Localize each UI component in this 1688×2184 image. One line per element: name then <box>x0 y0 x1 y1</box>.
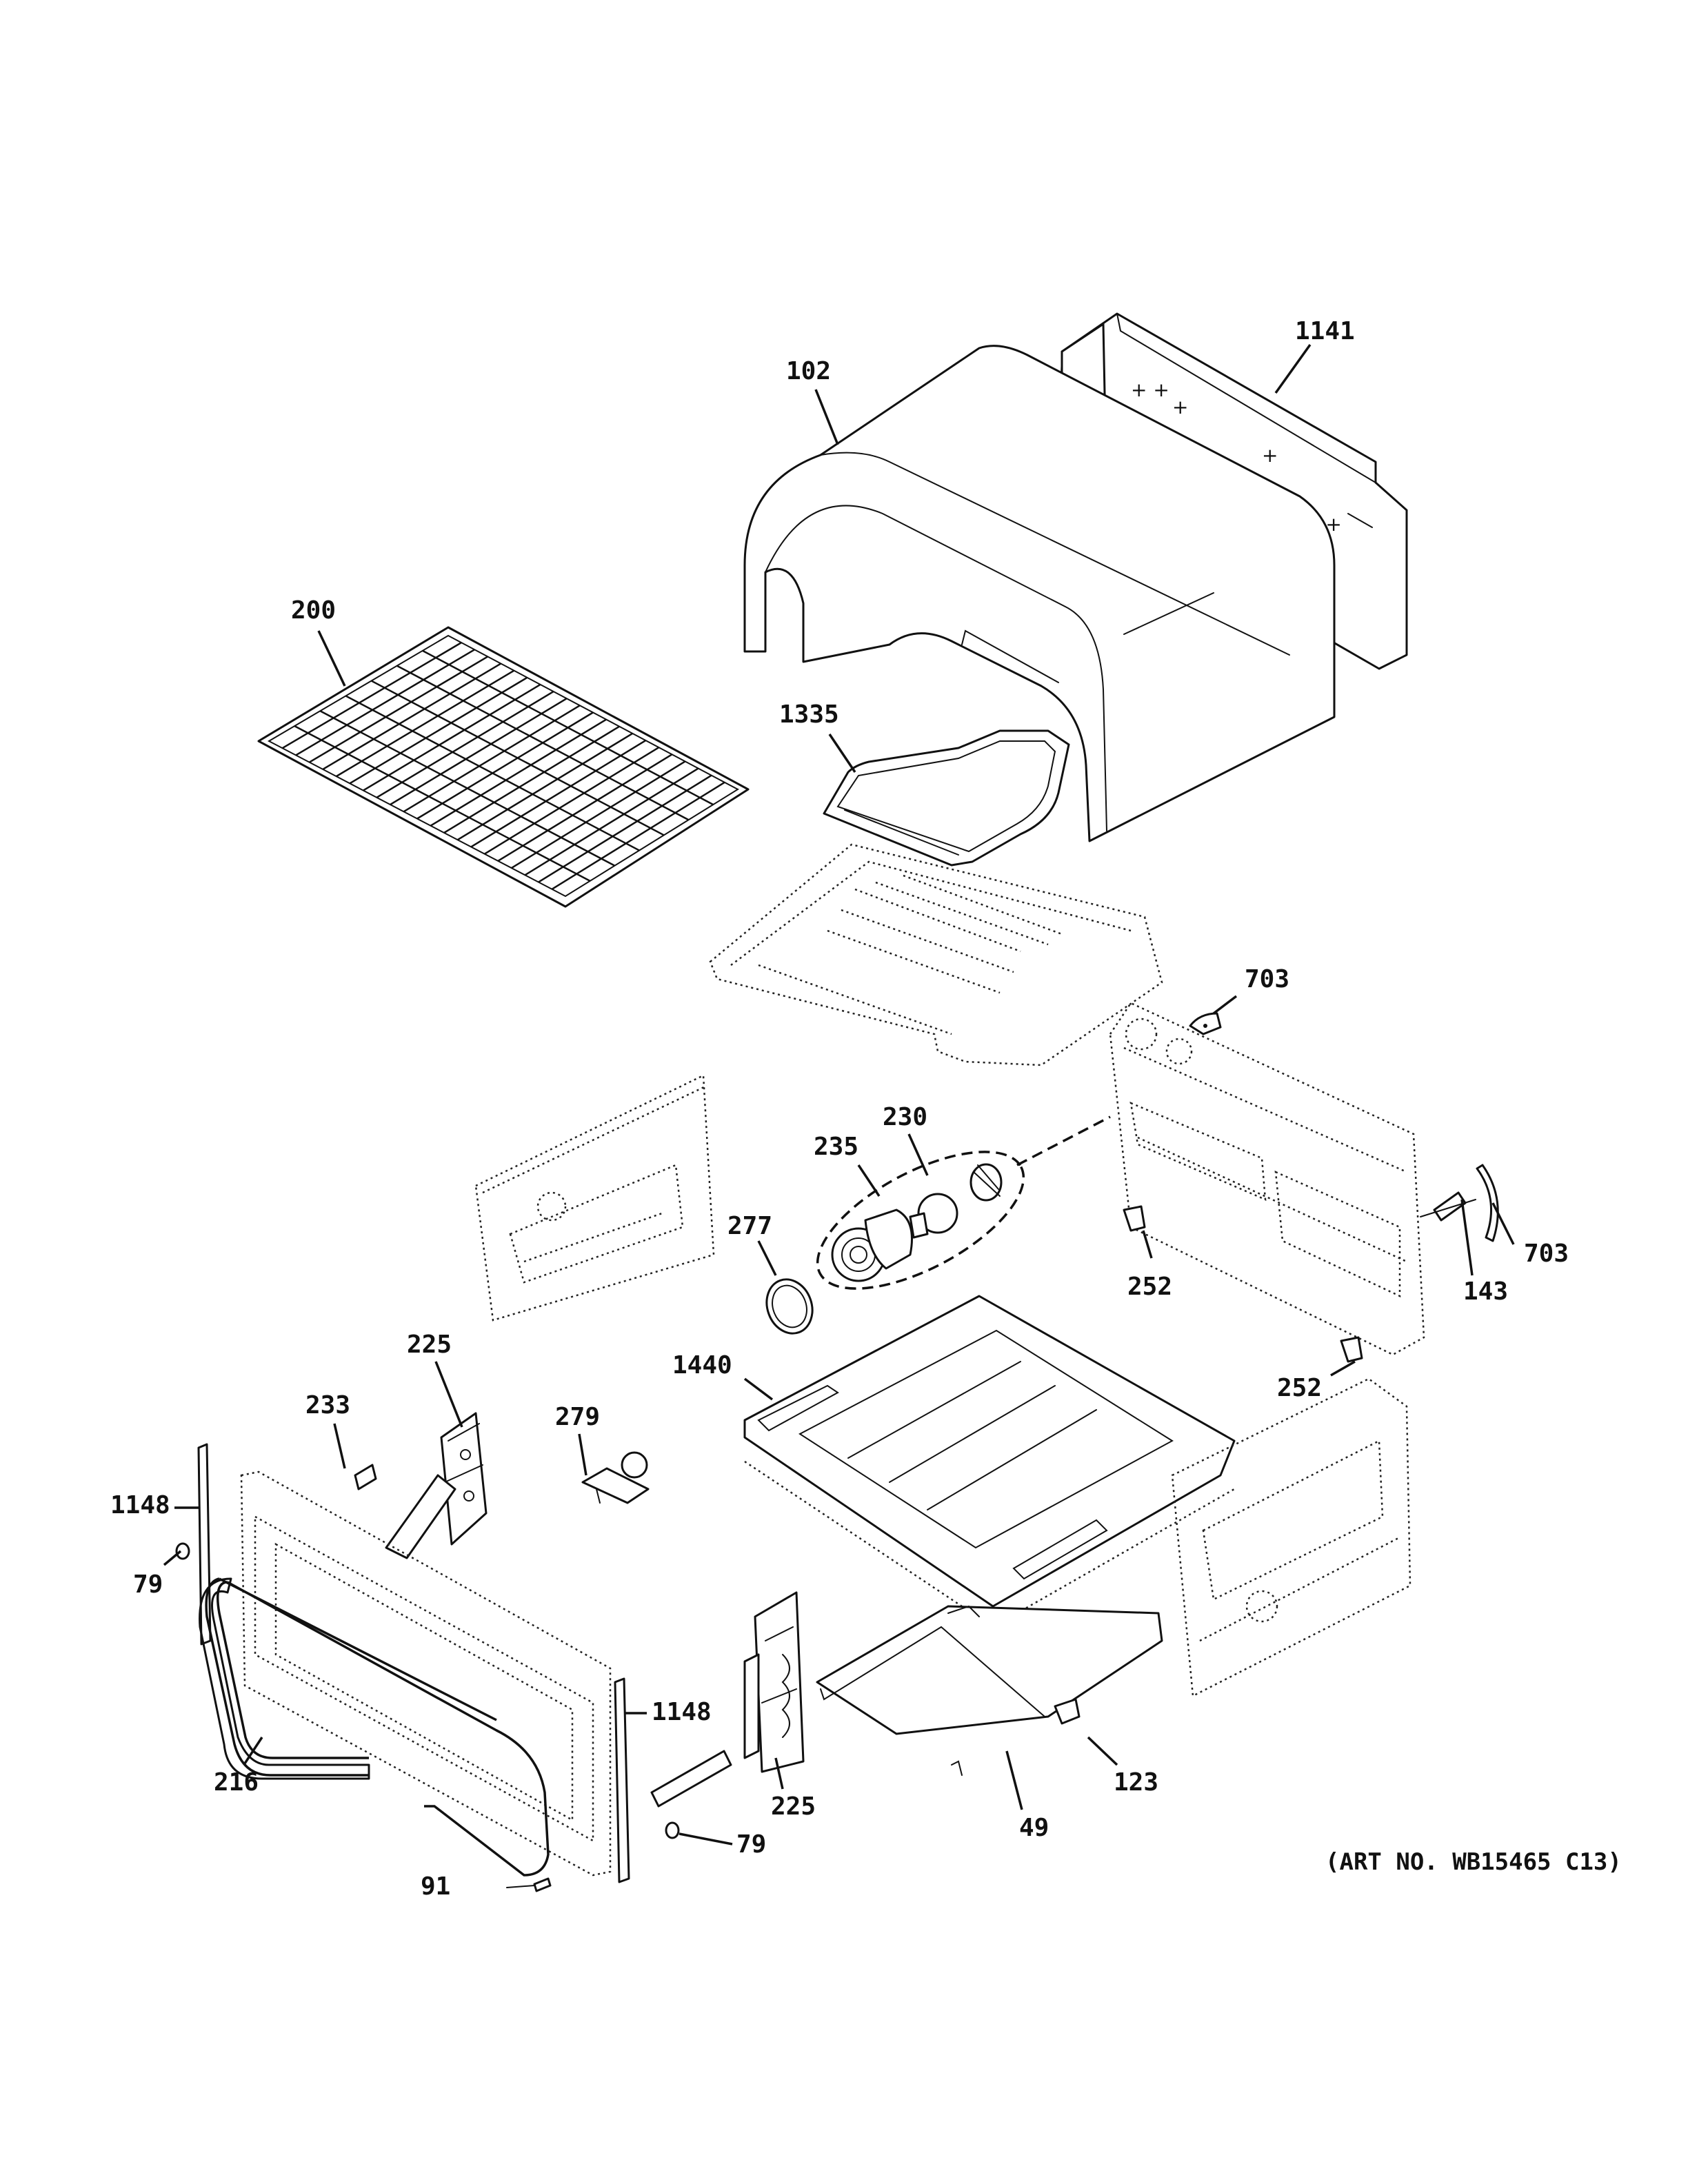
part-703-right-strip <box>1476 1164 1499 1242</box>
rack-wire <box>295 649 475 756</box>
rack-wire <box>511 760 686 869</box>
part-279-door-switch <box>581 1451 650 1504</box>
rack-wire <box>484 747 660 855</box>
callout-216: 216 <box>214 1768 259 1797</box>
callout-225-lower: 225 <box>771 1792 816 1821</box>
part-703-top-bracket <box>1189 1012 1222 1035</box>
part-1335-bake-element <box>823 729 1070 867</box>
part-79-washer-left <box>175 1542 190 1560</box>
callout-1335: 1335 <box>779 700 839 729</box>
part-oven-floor-dotted <box>709 843 1163 1066</box>
part-235-light-assembly <box>816 1115 1111 1290</box>
callout-252-lower: 252 <box>1277 1374 1322 1402</box>
rack-wire <box>456 732 633 841</box>
rack-wire <box>430 718 607 827</box>
rack-wire <box>349 676 528 785</box>
rack-wire <box>416 711 594 820</box>
rack-wire <box>470 739 647 848</box>
part-200-oven-rack <box>257 626 750 908</box>
callout-91: 91 <box>421 1872 450 1901</box>
part-outer-door-panel <box>240 1470 612 1877</box>
callout-279: 279 <box>555 1403 600 1431</box>
part-79-washer-right <box>665 1821 680 1839</box>
callout-1141: 1141 <box>1295 317 1355 345</box>
part-225-hinge-upper <box>385 1412 488 1559</box>
rack-wire <box>497 754 673 862</box>
rack-wire <box>281 642 462 749</box>
part-102-oven-cavity <box>743 345 1336 842</box>
callout-123: 123 <box>1114 1768 1158 1797</box>
rack-wire <box>308 656 488 763</box>
rack-crosswire <box>294 725 591 882</box>
rack-wire <box>390 698 567 806</box>
rack-wire <box>524 767 699 876</box>
callout-703-top: 703 <box>1245 965 1289 993</box>
art-number: (ART NO. WB15465 C13) <box>1325 1848 1622 1876</box>
callout-225-upper: 225 <box>407 1331 452 1359</box>
part-216-door-handle <box>199 1577 550 1877</box>
svg-text:+: + <box>1172 396 1188 418</box>
callout-233: 233 <box>305 1391 350 1419</box>
part-277-gasket <box>765 1278 814 1335</box>
part-233-pin <box>354 1464 377 1490</box>
rack-crosswire <box>319 710 616 867</box>
rack-wire <box>538 774 712 883</box>
callout-labels: 102 1141 200 1335 703 230 235 277 252 25… <box>110 317 1569 1901</box>
svg-text:+: + <box>1262 444 1278 467</box>
callout-230: 230 <box>883 1103 927 1131</box>
callout-79-left: 79 <box>133 1570 163 1599</box>
rack-wire <box>336 669 515 778</box>
part-252-clip-upper <box>1123 1205 1146 1232</box>
callout-49: 49 <box>1019 1814 1049 1842</box>
callout-703-right: 703 <box>1524 1240 1569 1268</box>
svg-text:+ +: + + <box>1131 378 1169 401</box>
rack-wire <box>376 691 554 798</box>
rack-wire <box>322 663 502 770</box>
leader-lines <box>163 343 1515 1846</box>
rack-crosswire <box>422 649 714 806</box>
part-91-screw <box>506 1877 552 1892</box>
callout-1148-left: 1148 <box>110 1491 170 1519</box>
callout-143: 143 <box>1463 1277 1508 1306</box>
part-1440-door-panel <box>743 1295 1236 1628</box>
rack-crosswire <box>370 680 665 836</box>
part-123-clip <box>1054 1698 1081 1725</box>
callout-79-right: 79 <box>736 1830 766 1859</box>
part-right-side-panel <box>1109 1002 1425 1356</box>
part-225-hinge-lower <box>650 1591 805 1808</box>
callout-277: 277 <box>727 1212 772 1240</box>
part-143-sensor <box>1420 1191 1476 1222</box>
callout-1148-right: 1148 <box>652 1698 712 1726</box>
rack-wire <box>403 705 581 813</box>
part-252-clip-lower <box>1340 1336 1363 1363</box>
part-lower-right-panel <box>1171 1377 1411 1697</box>
part-49-bottom-shield <box>816 1605 1163 1776</box>
callout-102: 102 <box>786 357 831 385</box>
rack-wire <box>443 725 620 834</box>
callout-235: 235 <box>814 1133 858 1161</box>
rack-crosswire <box>396 665 690 821</box>
callout-200: 200 <box>291 596 336 625</box>
rack-crosswire <box>345 695 640 851</box>
part-left-side-panel <box>474 1074 715 1322</box>
callout-252-upper: 252 <box>1127 1273 1172 1301</box>
rack-wire <box>363 683 541 791</box>
callout-1440: 1440 <box>672 1351 732 1379</box>
rack-wire <box>551 781 725 890</box>
part-1148-strip-right <box>614 1677 630 1883</box>
